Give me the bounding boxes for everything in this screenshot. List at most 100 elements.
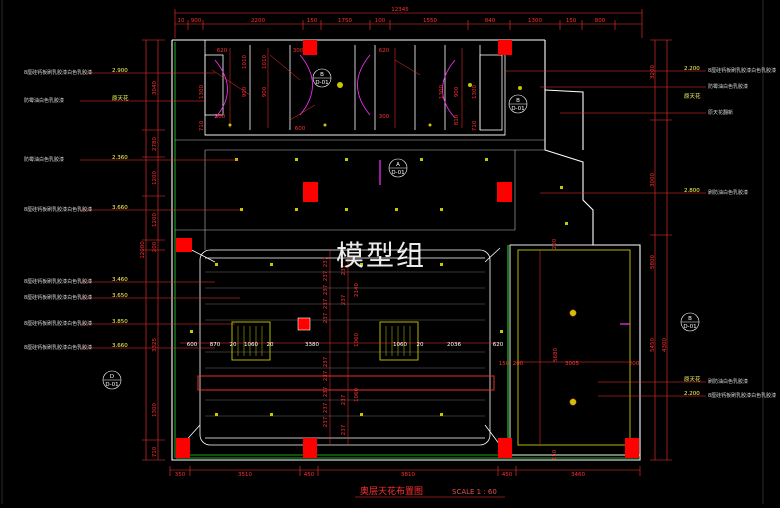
skirting-lines — [176, 454, 640, 459]
right-room-dim-lines — [518, 250, 630, 445]
dim-right-3: 5800 — [650, 255, 656, 269]
hall-center-feature — [297, 317, 311, 331]
dim-right-2: 3000 — [650, 173, 656, 187]
toilet-block — [204, 39, 506, 136]
section-marker-3: A D-01 — [379, 158, 408, 185]
dim-top-7: 1550 — [423, 18, 437, 24]
right-notes: 8厘硅钙板刷乳胶漆白色乳胶漆 防霉油白色乳胶漆 原天花翻新 刷防油白色乳胶漆 刷… — [708, 67, 776, 399]
note-left-8: 8厘硅钙板刷乳胶漆白色乳胶漆 — [24, 344, 92, 351]
svg-text:237: 237 — [323, 284, 329, 295]
svg-text:237: 237 — [323, 270, 329, 281]
right-height-tags: 2.200 原天花 2.800 原天花 2.200 — [684, 66, 701, 397]
svg-text:2.360: 2.360 — [112, 155, 128, 161]
svg-text:B: B — [320, 72, 324, 78]
left-leader-lines — [80, 72, 240, 349]
svg-text:20: 20 — [417, 342, 424, 348]
svg-text:2.200: 2.200 — [684, 391, 700, 397]
note-left-5: 8厘硅钙板刷乳胶漆白色乳胶漆 — [24, 278, 92, 285]
svg-text:150: 150 — [552, 449, 558, 460]
svg-text:3.650: 3.650 — [112, 293, 128, 299]
left-notes: 8厘硅钙板刷乳胶漆白色乳胶漆 防霉油白色乳胶漆 防霉油白色乳胶漆 8厘硅钙板刷乳… — [24, 69, 92, 351]
note-right-4: 刷防油白色乳胶漆 — [708, 189, 748, 196]
svg-text:900: 900 — [454, 86, 460, 97]
svg-text:237: 237 — [341, 424, 347, 435]
svg-text:237: 237 — [341, 394, 347, 405]
right-room-dims-text: 200 5680 200 3005 200 150 150 — [499, 238, 640, 460]
dim-right-5: 4300 — [662, 338, 668, 352]
svg-text:2.200: 2.200 — [684, 66, 700, 72]
svg-text:237: 237 — [341, 264, 347, 275]
dim-top-9: 1300 — [528, 18, 542, 24]
svg-text:3.850: 3.850 — [112, 319, 128, 325]
note-left-6: 8厘硅钙板刷乳胶漆白色乳胶漆 — [24, 294, 92, 301]
dim-left-6: 3325 — [152, 338, 158, 352]
svg-text:237: 237 — [323, 402, 329, 413]
svg-text:620: 620 — [379, 48, 390, 54]
svg-text:870: 870 — [210, 342, 221, 348]
svg-text:237: 237 — [323, 298, 329, 309]
svg-text:2036: 2036 — [447, 342, 461, 348]
hall-bulkhead-band — [197, 375, 495, 391]
svg-text:3.460: 3.460 — [112, 277, 128, 283]
svg-text:237: 237 — [323, 256, 329, 267]
dim-bottom-4: 3810 — [401, 472, 415, 478]
svg-text:原天花: 原天花 — [112, 94, 129, 102]
svg-text:150: 150 — [499, 361, 510, 367]
dim-left-5: 200 — [152, 241, 158, 252]
svg-text:D-01: D-01 — [315, 80, 328, 86]
svg-text:900: 900 — [262, 86, 268, 97]
drawing-title: 奥层天花布置图 — [360, 485, 423, 497]
svg-text:200: 200 — [552, 238, 558, 249]
left-dimension-chain — [142, 39, 165, 461]
svg-text:20: 20 — [267, 342, 274, 348]
note-left-3: 防霉油白色乳胶漆 — [24, 156, 64, 163]
toilet-dimension-text: 620 300 1300 710 1010 900 300 620 900 10… — [199, 48, 478, 132]
section-marker-1: B D-01 — [312, 68, 332, 88]
svg-text:810: 810 — [454, 114, 460, 125]
svg-text:20: 20 — [230, 342, 237, 348]
note-right-5: 刷防油白色乳胶漆 — [708, 378, 748, 385]
svg-text:1010: 1010 — [262, 55, 268, 69]
dim-top-10: 150 — [566, 18, 577, 24]
hall-vertical-dim-chain — [329, 250, 349, 445]
svg-text:200: 200 — [513, 361, 524, 367]
svg-text:1300: 1300 — [439, 85, 445, 99]
right-room-lights — [569, 309, 577, 406]
dim-left-3: 1200 — [152, 171, 158, 185]
dim-right-4: 5450 — [650, 338, 656, 352]
svg-text:237: 237 — [323, 370, 329, 381]
note-right-1: 8厘硅钙板刷乳胶漆白色乳胶漆 — [708, 67, 776, 74]
note-right-6: 8厘硅钙板刷乳胶漆白色乳胶漆 — [708, 392, 776, 399]
dim-left-4: 1200 — [152, 213, 158, 227]
hall-recessed-panels — [231, 321, 419, 361]
svg-text:2.800: 2.800 — [684, 188, 700, 194]
svg-text:3.660: 3.660 — [112, 205, 128, 211]
main-hall-ceiling — [181, 244, 501, 446]
hall-light-fixtures — [190, 263, 503, 416]
dim-top-3: 2200 — [251, 18, 265, 24]
svg-text:600: 600 — [187, 342, 198, 348]
svg-text:1060: 1060 — [354, 388, 360, 402]
svg-text:1300: 1300 — [472, 85, 478, 99]
note-right-3: 原天花翻新 — [708, 109, 733, 116]
note-left-1: 8厘硅钙板刷乳胶漆白色乳胶漆 — [24, 69, 92, 76]
right-dimension-chain — [650, 39, 672, 461]
band-light-fixtures — [235, 158, 568, 225]
drawing-scale: SCALE 1 : 60 — [452, 488, 497, 496]
svg-text:A: A — [396, 162, 400, 168]
dim-bottom-5: 450 — [502, 472, 513, 478]
section-marker-4: B D-01 — [620, 312, 700, 332]
upper-ceiling-band — [175, 139, 545, 250]
svg-text:1300: 1300 — [199, 85, 205, 99]
svg-text:3.660: 3.660 — [112, 343, 128, 349]
hall-vertical-dims-text: 237 237 237 237 237 237 237 237 237 237 … — [323, 256, 360, 435]
svg-text:200: 200 — [629, 361, 640, 367]
svg-text:300: 300 — [379, 114, 390, 120]
svg-text:2.900: 2.900 — [112, 68, 128, 74]
svg-text:710: 710 — [472, 120, 478, 131]
svg-text:5680: 5680 — [553, 348, 559, 362]
note-left-4: 8厘硅钙板刷乳胶漆白色乳胶漆 — [24, 206, 92, 213]
dim-bottom-6: 3460 — [571, 472, 585, 478]
